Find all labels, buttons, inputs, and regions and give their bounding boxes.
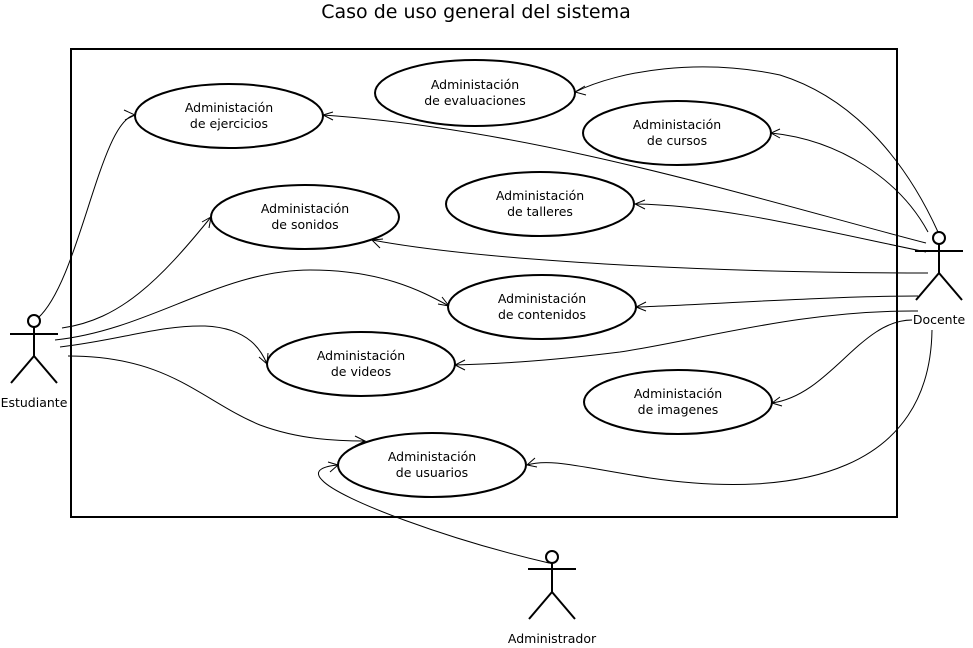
use-case-cursos[interactable]: Administación de cursos [582, 100, 772, 166]
use-case-videos[interactable]: Administación de videos [266, 331, 456, 397]
use-case-imagenes[interactable]: Administación de imagenes [583, 369, 773, 435]
association-docente-talleres [634, 203, 927, 253]
stick-figure-icon [10, 314, 58, 384]
association-docente-ejercicios [322, 114, 927, 244]
actor-label: Docente [913, 312, 966, 327]
arrowhead [525, 457, 538, 468]
use-case-label-line1: Administación [496, 188, 584, 203]
use-case-sonidos[interactable]: Administación de sonidos [210, 184, 400, 250]
actor-administrador[interactable]: Administrador [508, 550, 597, 646]
use-case-label-line1: Administación [633, 117, 721, 132]
use-case-label-line2: de talleres [507, 204, 573, 219]
use-case-label-line1: Administación [185, 100, 273, 115]
association-estudiante-ejercicios [37, 114, 136, 319]
use-case-evaluaciones[interactable]: Administación de evaluaciones [374, 59, 576, 127]
association-docente-videos [454, 310, 919, 366]
use-case-label-line1: Administación [498, 291, 586, 306]
association-estudiante-contenidos [54, 269, 450, 341]
use-case-label-line2: de imagenes [638, 402, 719, 417]
use-case-contenidos[interactable]: Administación de contenidos [447, 274, 637, 340]
use-case-label-line2: de evaluaciones [424, 93, 526, 108]
use-case-usuarios[interactable]: Administación de usuarios [337, 432, 527, 498]
use-case-label-line2: de sonidos [271, 217, 338, 232]
use-case-label-line1: Administación [388, 449, 476, 464]
association-administrador-usuarios [317, 464, 550, 564]
association-docente-imagenes [771, 319, 913, 404]
use-case-label-line1: Administación [317, 348, 405, 363]
association-estudiante-usuarios [67, 355, 366, 442]
use-case-ejercicios[interactable]: Administación de ejercicios [134, 83, 324, 149]
association-docente-usuarios [526, 329, 933, 486]
actor-label: Administrador [508, 631, 597, 646]
arrowhead [370, 238, 384, 249]
association-docente-contenidos [635, 295, 919, 308]
use-case-label-line1: Administación [634, 386, 722, 401]
use-case-label-line2: de ejercicios [190, 116, 268, 131]
use-case-label-line1: Administación [261, 201, 349, 216]
actor-label: Estudiante [1, 395, 68, 410]
actor-docente[interactable]: Docente [913, 231, 966, 327]
use-case-label-line2: de cursos [647, 133, 707, 148]
actor-estudiante[interactable]: Estudiante [1, 314, 68, 410]
association-docente-evaluaciones [574, 66, 939, 233]
use-case-label-line1: Administación [431, 77, 519, 92]
diagram-title: Caso de uso general del sistema [321, 1, 631, 23]
association-docente-cursos [770, 132, 929, 233]
association-estudiante-sonidos [61, 216, 212, 329]
system-boundary [70, 48, 898, 518]
use-case-label-line2: de usuarios [396, 465, 468, 480]
use-case-label-line2: de videos [331, 364, 391, 379]
stick-figure-icon [528, 550, 576, 620]
association-estudiante-videos [59, 325, 268, 365]
stick-figure-icon [915, 231, 963, 301]
arrowhead [327, 461, 340, 473]
use-case-talleres[interactable]: Administación de talleres [445, 171, 635, 237]
use-case-label-line2: de contenidos [498, 307, 586, 322]
association-docente-sonidos [371, 239, 929, 274]
